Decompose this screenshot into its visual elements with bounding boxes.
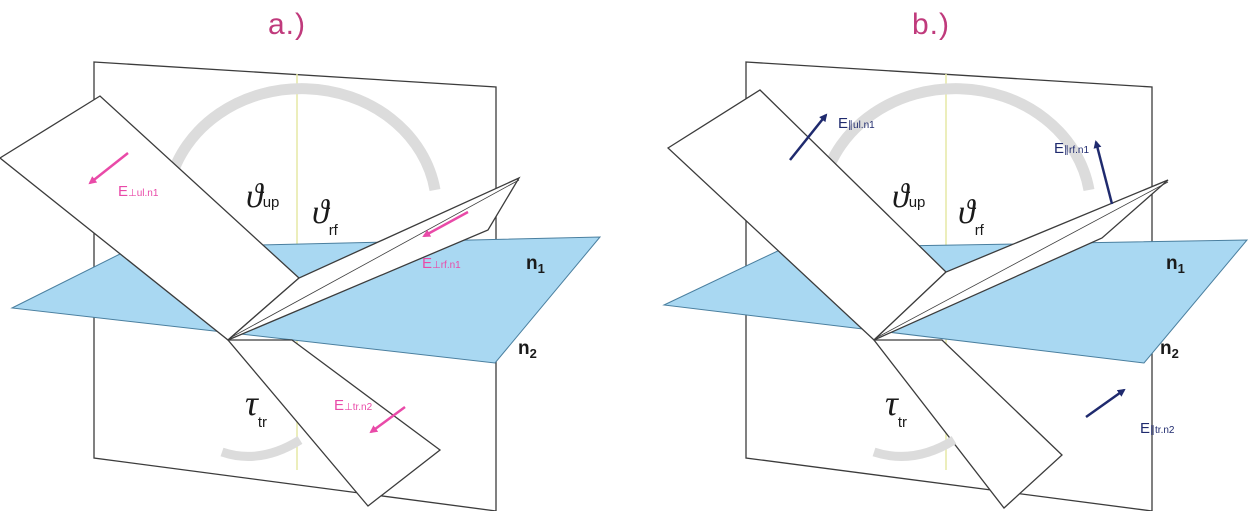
vector-arrow-tr <box>1085 388 1126 419</box>
panel-b-diagram <box>662 61 1248 511</box>
angle-arc-lower <box>220 436 303 461</box>
vector-label-tr: E∥tr.n2 <box>1140 420 1175 437</box>
angle-reflected-label: ϑrf <box>958 194 984 239</box>
medium-1-label: n1 <box>526 253 545 276</box>
angle-arc-upper <box>818 83 1095 191</box>
panel-b-title: b.) <box>912 8 951 41</box>
vector-arrow-rf <box>1093 140 1114 205</box>
angle-transmitted-label: τtr <box>885 383 908 431</box>
angle-reflected-label: ϑrf <box>312 194 338 239</box>
vector-arrow-tr <box>369 405 406 434</box>
transmitted-beam <box>226 339 442 507</box>
vector-label-rf: E∥rf.n1 <box>1054 140 1090 157</box>
transmitted-beam <box>872 339 1063 509</box>
vector-label-ul: E∥ul.n1 <box>838 115 875 132</box>
angle-incident-label: ϑup <box>892 178 926 215</box>
angle-transmitted-label: τtr <box>245 383 268 431</box>
vector-arrow-rf <box>422 210 469 238</box>
vector-label-tr: E⊥tr.n2 <box>334 397 373 414</box>
vector-label-ul: E⊥ul.n1 <box>118 183 159 200</box>
vector-label-rf: E⊥rf.n1 <box>422 255 461 272</box>
vector-arrow-ul <box>789 113 828 161</box>
medium-1-label: n1 <box>1166 253 1185 276</box>
medium-2-label: n2 <box>1160 338 1179 361</box>
medium-2-label: n2 <box>518 338 537 361</box>
angle-incident-label: ϑup <box>246 178 280 215</box>
panel-a-title: a.) <box>268 8 307 41</box>
angle-arc-upper <box>164 83 441 191</box>
panel-a-diagram <box>0 61 602 511</box>
vector-arrow-ul <box>88 152 129 185</box>
angle-arc-lower <box>872 436 957 461</box>
